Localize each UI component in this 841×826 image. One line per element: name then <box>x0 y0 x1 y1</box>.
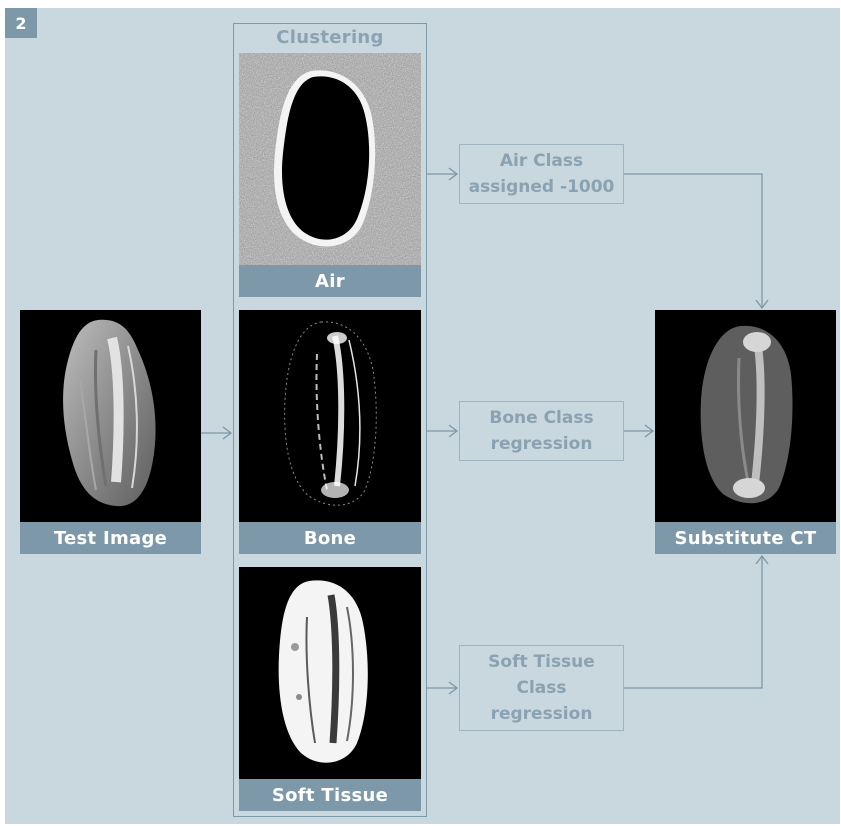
test-image-caption: Test Image <box>20 522 201 554</box>
air-class-line1: Air Class <box>460 148 623 174</box>
soft-tissue-caption-text: Soft Tissue <box>272 785 388 806</box>
soft-tissue-class-box: Soft Tissue Class regression <box>459 645 624 731</box>
figure-number: 2 <box>15 14 26 33</box>
air-image <box>239 53 421 265</box>
test-image-picture <box>20 310 201 522</box>
soft-tissue-caption: Soft Tissue <box>239 779 421 811</box>
soft-tissue-class-line1: Soft Tissue <box>460 649 623 675</box>
air-image-picture <box>239 53 421 265</box>
air-caption-text: Air <box>315 271 345 292</box>
clustering-title: Clustering <box>233 27 427 48</box>
substitute-ct-caption-text: Substitute CT <box>674 528 816 549</box>
bone-class-line1: Bone Class <box>460 405 623 431</box>
air-class-box: Air Class assigned -1000 <box>459 144 624 204</box>
test-image <box>20 310 201 522</box>
bone-class-line2: regression <box>460 431 623 457</box>
bone-class-box: Bone Class regression <box>459 401 624 461</box>
substitute-ct-picture <box>655 310 836 522</box>
figure-number-badge: 2 <box>5 8 37 38</box>
substitute-ct-image <box>655 310 836 522</box>
soft-tissue-class-line3: regression <box>460 701 623 727</box>
bone-caption-text: Bone <box>304 528 356 549</box>
bone-image-picture <box>239 310 421 522</box>
soft-tissue-class-line2: Class <box>460 675 623 701</box>
test-image-caption-text: Test Image <box>54 528 167 549</box>
bone-caption: Bone <box>239 522 421 554</box>
soft-tissue-image <box>239 567 421 779</box>
bone-image <box>239 310 421 522</box>
air-class-line2: assigned -1000 <box>460 174 623 200</box>
substitute-ct-caption: Substitute CT <box>655 522 836 554</box>
soft-tissue-image-picture <box>239 567 421 779</box>
air-caption: Air <box>239 265 421 297</box>
